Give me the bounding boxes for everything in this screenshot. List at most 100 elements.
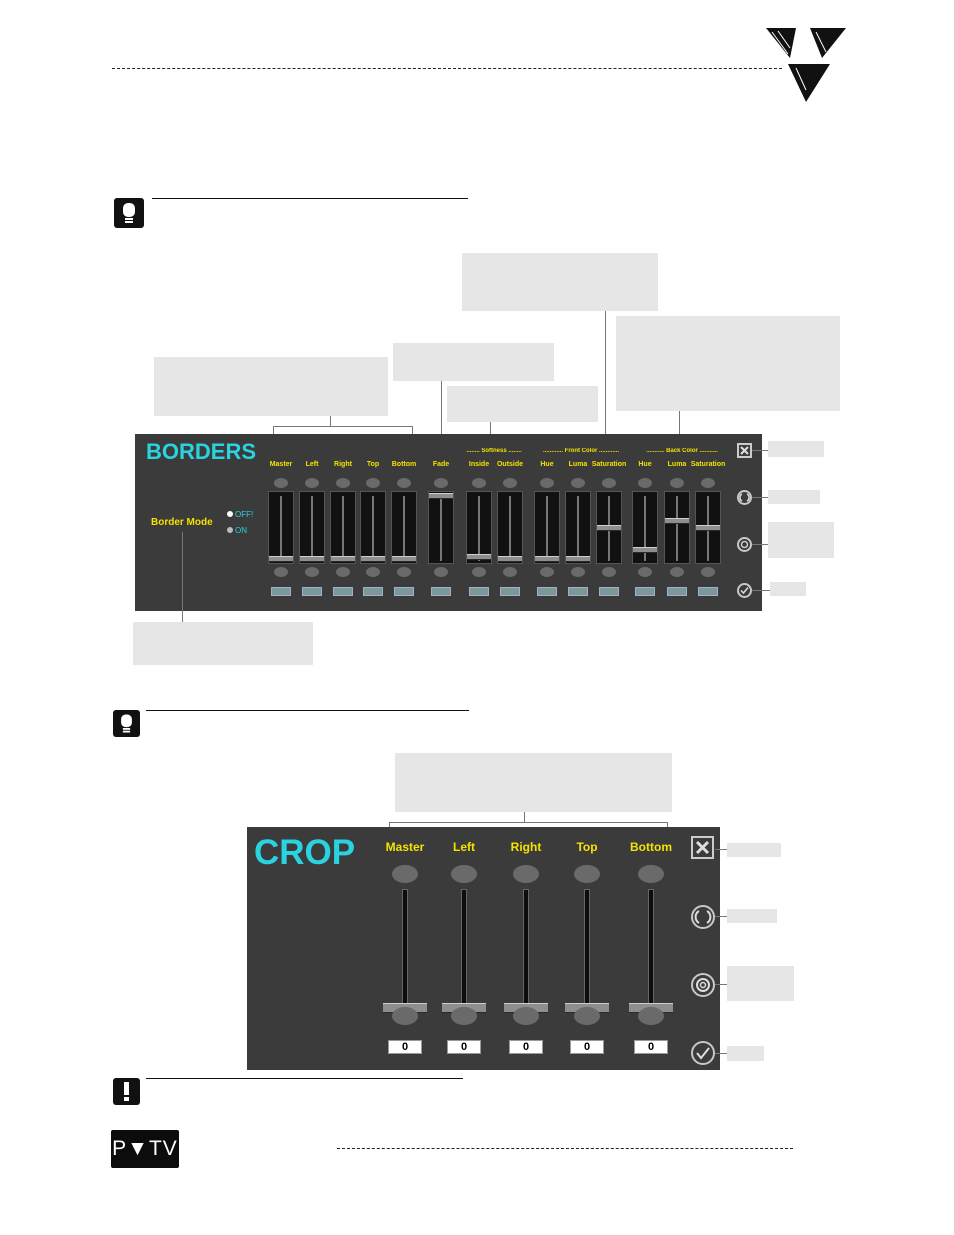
slider-track[interactable]	[268, 491, 294, 564]
reset-button[interactable]	[691, 905, 715, 929]
value-box[interactable]	[333, 587, 353, 596]
arrow-down-icon[interactable]	[513, 1007, 539, 1025]
slider-track[interactable]	[391, 491, 417, 564]
arrow-up-icon[interactable]	[638, 865, 664, 883]
slider-track[interactable]	[428, 491, 454, 564]
arrow-down-icon[interactable]	[602, 567, 616, 577]
arrow-down-icon[interactable]	[397, 567, 411, 577]
slider-track[interactable]	[664, 491, 690, 564]
slider-thumb[interactable]	[361, 556, 385, 562]
slider-thumb[interactable]	[597, 524, 621, 531]
slider-thumb[interactable]	[429, 493, 453, 499]
close-button[interactable]	[691, 836, 714, 859]
arrow-up-icon[interactable]	[638, 478, 652, 488]
value-box[interactable]	[568, 587, 588, 596]
slider-track[interactable]	[596, 491, 622, 564]
slider-track[interactable]	[299, 491, 325, 564]
value-box[interactable]	[271, 587, 291, 596]
arrow-up-icon[interactable]	[571, 478, 585, 488]
arrow-up-icon[interactable]	[574, 865, 600, 883]
slider-thumb[interactable]	[300, 556, 324, 562]
slider-thumb[interactable]	[331, 556, 355, 562]
arrow-down-icon[interactable]	[274, 567, 288, 577]
slider-track[interactable]	[330, 491, 356, 564]
arrow-down-icon[interactable]	[366, 567, 380, 577]
value-box[interactable]	[667, 587, 687, 596]
value-field[interactable]: 0	[570, 1040, 604, 1054]
slider-thumb[interactable]	[269, 556, 293, 562]
arrow-down-icon[interactable]	[574, 1007, 600, 1025]
arrow-down-icon[interactable]	[571, 567, 585, 577]
slider-thumb[interactable]	[696, 524, 720, 531]
slider-track[interactable]	[360, 491, 386, 564]
mode-radio-off[interactable]: OFF!	[227, 510, 253, 519]
arrow-up-icon[interactable]	[305, 478, 319, 488]
arrow-up-icon[interactable]	[397, 478, 411, 488]
arrow-down-icon[interactable]	[503, 567, 517, 577]
slider-rail[interactable]	[402, 889, 408, 1013]
arrow-down-icon[interactable]	[392, 1007, 418, 1025]
ok-button[interactable]	[691, 1041, 715, 1065]
mode-radio-on[interactable]: ON	[227, 526, 247, 535]
slider-track[interactable]	[466, 491, 492, 564]
slider-thumb[interactable]	[566, 556, 590, 562]
arrow-up-icon[interactable]	[434, 478, 448, 488]
arrow-down-icon[interactable]	[670, 567, 684, 577]
value-box[interactable]	[599, 587, 619, 596]
slider-rail[interactable]	[523, 889, 529, 1013]
arrow-up-icon[interactable]	[513, 865, 539, 883]
arrow-up-icon[interactable]	[602, 478, 616, 488]
value-box[interactable]	[469, 587, 489, 596]
target-button[interactable]	[691, 973, 715, 997]
arrow-up-icon[interactable]	[540, 478, 554, 488]
close-button[interactable]	[737, 443, 752, 458]
ok-button[interactable]	[737, 583, 752, 598]
arrow-down-icon[interactable]	[434, 567, 448, 577]
slider-thumb[interactable]	[665, 518, 689, 525]
slider-rail[interactable]	[461, 889, 467, 1013]
slider-track[interactable]	[534, 491, 560, 564]
arrow-up-icon[interactable]	[451, 865, 477, 883]
arrow-down-icon[interactable]	[336, 567, 350, 577]
arrow-up-icon[interactable]	[472, 478, 486, 488]
arrow-up-icon[interactable]	[392, 865, 418, 883]
value-box[interactable]	[394, 587, 414, 596]
arrow-down-icon[interactable]	[540, 567, 554, 577]
value-field[interactable]: 0	[509, 1040, 543, 1054]
slider-thumb[interactable]	[392, 556, 416, 562]
slider-rail[interactable]	[648, 889, 654, 1013]
arrow-up-icon[interactable]	[670, 478, 684, 488]
arrow-down-icon[interactable]	[638, 567, 652, 577]
slider-thumb[interactable]	[633, 546, 657, 553]
arrow-down-icon[interactable]	[472, 567, 486, 577]
slider-thumb[interactable]	[467, 554, 491, 561]
value-box[interactable]	[302, 587, 322, 596]
arrow-down-icon[interactable]	[701, 567, 715, 577]
arrow-up-icon[interactable]	[366, 478, 380, 488]
value-box[interactable]	[363, 587, 383, 596]
reset-button[interactable]	[737, 490, 752, 505]
slider-rail[interactable]	[584, 889, 590, 1013]
value-field[interactable]: 0	[447, 1040, 481, 1054]
value-box[interactable]	[431, 587, 451, 596]
slider-track[interactable]	[632, 491, 658, 564]
slider-track[interactable]	[565, 491, 591, 564]
arrow-down-icon[interactable]	[638, 1007, 664, 1025]
arrow-up-icon[interactable]	[336, 478, 350, 488]
value-field[interactable]: 0	[634, 1040, 668, 1054]
value-box[interactable]	[537, 587, 557, 596]
arrow-up-icon[interactable]	[274, 478, 288, 488]
slider-track[interactable]	[497, 491, 523, 564]
slider-thumb[interactable]	[535, 556, 559, 562]
arrow-down-icon[interactable]	[305, 567, 319, 577]
arrow-down-icon[interactable]	[451, 1007, 477, 1025]
value-field[interactable]: 0	[388, 1040, 422, 1054]
arrow-up-icon[interactable]	[503, 478, 517, 488]
value-box[interactable]	[635, 587, 655, 596]
slider-thumb[interactable]	[498, 556, 522, 562]
value-box[interactable]	[500, 587, 520, 596]
value-box[interactable]	[698, 587, 718, 596]
target-button[interactable]	[737, 537, 752, 552]
slider-track[interactable]	[695, 491, 721, 564]
arrow-up-icon[interactable]	[701, 478, 715, 488]
